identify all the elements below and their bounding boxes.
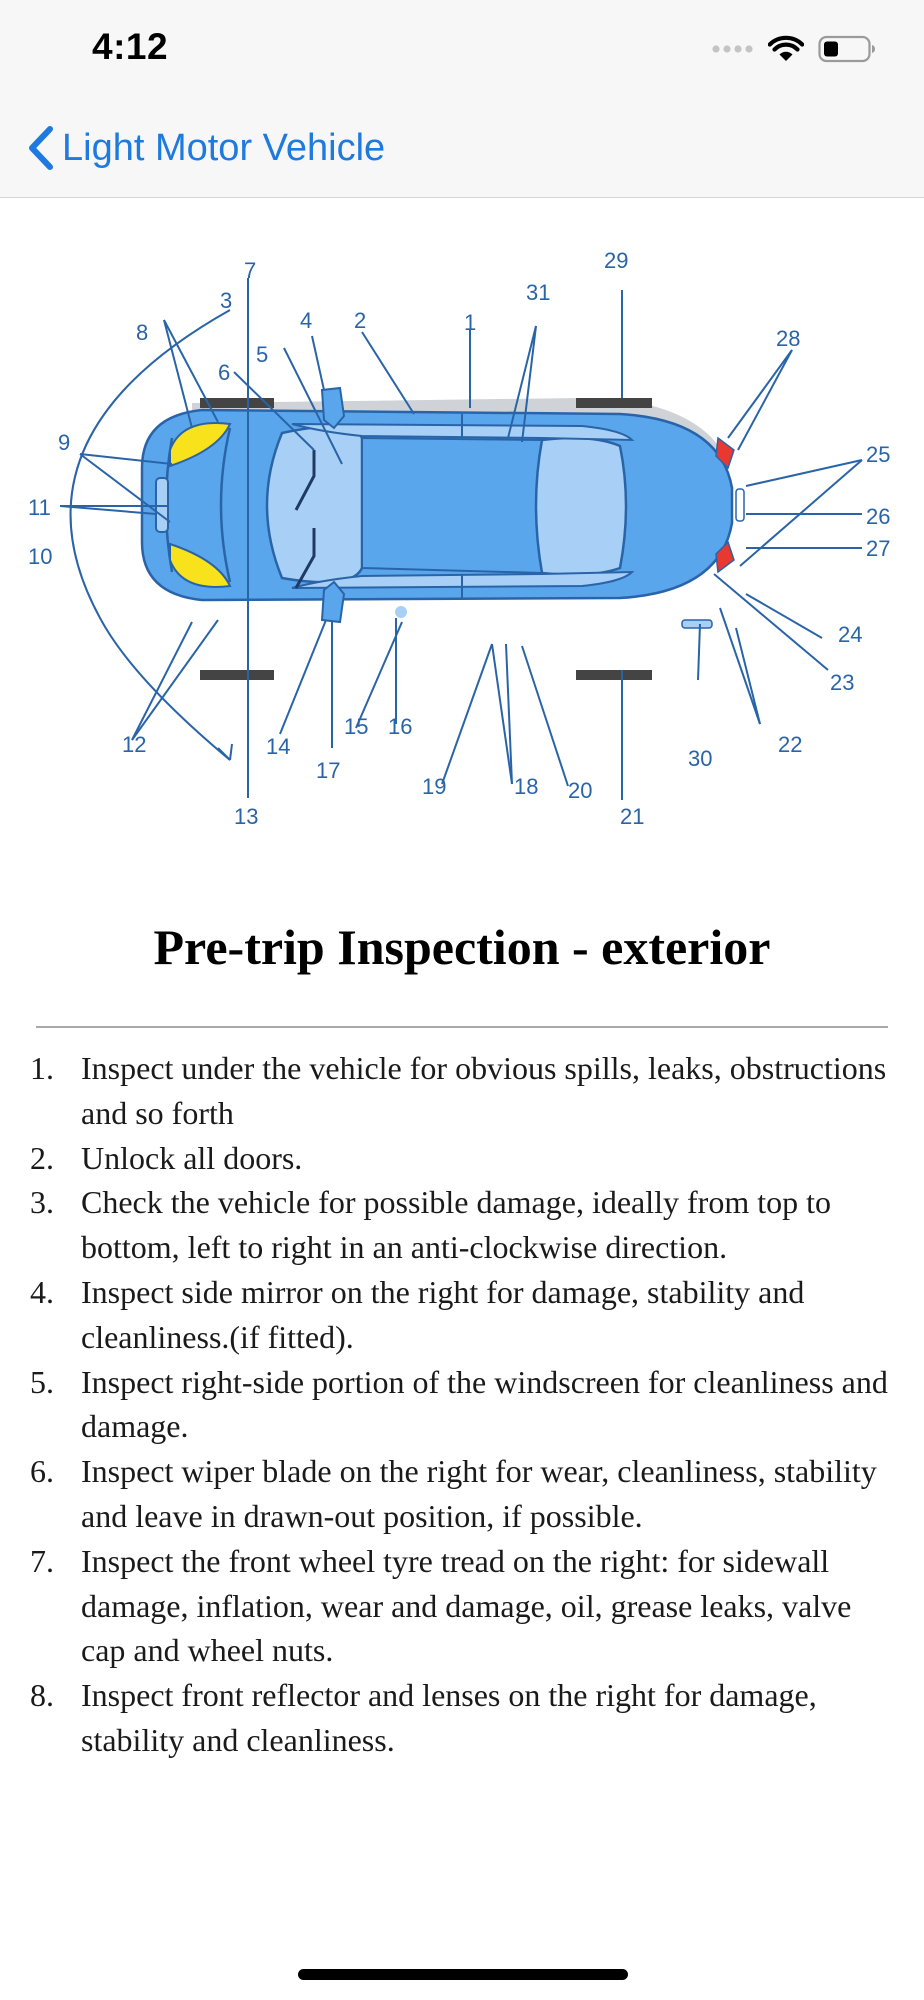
callout-7: 7	[244, 258, 256, 283]
callout-24: 24	[838, 622, 862, 647]
callout-14: 14	[266, 734, 290, 759]
callout-22: 22	[778, 732, 802, 757]
callout-1: 1	[464, 310, 476, 335]
callout-17: 17	[316, 758, 340, 783]
callout-16: 16	[388, 714, 412, 739]
step-text: Inspect the front wheel tyre tread on th…	[81, 1542, 852, 1669]
home-indicator[interactable]	[298, 1969, 628, 1980]
inspection-steps: 1. Inspect under the vehicle for obvious …	[30, 1046, 896, 1763]
step-number: 3.	[30, 1184, 54, 1221]
battery-icon	[818, 35, 875, 63]
callout-28: 28	[776, 326, 800, 351]
callout-10: 10	[28, 544, 52, 569]
status-icons	[712, 34, 876, 64]
callout-19: 19	[422, 774, 446, 799]
step-text: Inspect under the vehicle for obvious sp…	[81, 1050, 887, 1131]
callout-25: 25	[866, 442, 890, 467]
list-item: 3. Check the vehicle for possible damage,…	[30, 1180, 896, 1270]
callout-5: 5	[256, 342, 268, 367]
vehicle-diagram: 1 2 3 4 5 6 7 8 9 10 11 12 13 14 15 16 1…	[28, 248, 890, 829]
callout-3: 3	[220, 288, 232, 313]
callout-31: 31	[526, 280, 550, 305]
back-button[interactable]: Light Motor Vehicle	[26, 118, 385, 178]
list-item: 7. Inspect the front wheel tyre tread on …	[30, 1539, 896, 1673]
page-title: Pre-trip Inspection - exterior	[153, 919, 771, 975]
chevron-left-icon	[29, 126, 53, 170]
callout-8: 8	[136, 320, 148, 345]
callout-12: 12	[122, 732, 146, 757]
step-text: Check the vehicle for possible damage, i…	[81, 1184, 831, 1266]
signal-icon	[712, 45, 753, 53]
callout-27: 27	[866, 536, 890, 561]
callout-21: 21	[620, 804, 644, 829]
wifi-icon	[768, 35, 804, 61]
back-label: Light Motor Vehicle	[62, 126, 386, 169]
status-time: 4:12	[92, 26, 169, 67]
callout-9: 9	[58, 430, 70, 455]
callout-6: 6	[218, 360, 230, 385]
callout-26: 26	[866, 504, 890, 529]
list-item: 1. Inspect under the vehicle for obvious …	[30, 1046, 896, 1136]
step-number: 7.	[30, 1542, 54, 1579]
step-text: Inspect side mirror on the right for dam…	[81, 1273, 805, 1355]
callout-23: 23	[830, 670, 854, 695]
list-item: 2. Unlock all doors.	[30, 1136, 896, 1181]
list-item: 4. Inspect side mirror on the right for d…	[30, 1270, 896, 1360]
step-text: Inspect wiper blade on the right for wea…	[81, 1453, 877, 1534]
callout-11: 11	[28, 495, 51, 520]
divider	[36, 1026, 888, 1028]
callout-4: 4	[300, 308, 312, 333]
callout-20: 20	[568, 778, 592, 803]
callout-2: 2	[354, 308, 366, 333]
step-text: Inspect front reflector and lenses on th…	[81, 1677, 817, 1758]
step-text: Unlock all doors.	[81, 1139, 303, 1176]
step-number: 4.	[30, 1273, 54, 1310]
callout-30: 30	[688, 746, 712, 771]
callout-18: 18	[514, 774, 538, 799]
step-number: 2.	[30, 1139, 54, 1176]
step-text: Inspect right-side portion of the windsc…	[81, 1363, 888, 1445]
step-number: 1.	[30, 1050, 54, 1086]
callout-13: 13	[234, 804, 258, 829]
step-number: 6.	[30, 1453, 54, 1490]
step-number: 5.	[30, 1363, 54, 1400]
callout-15: 15	[344, 714, 368, 739]
navigation-bar: 4:12 Light Motor Vehicle	[0, 0, 924, 198]
step-number: 8.	[30, 1677, 54, 1714]
callout-29: 29	[604, 248, 628, 273]
list-item: 6. Inspect wiper blade on the right for w…	[30, 1449, 896, 1539]
list-item: 5. Inspect right-side portion of the wind…	[30, 1360, 896, 1450]
list-item: 8. Inspect front reflector and lenses on …	[30, 1673, 896, 1763]
